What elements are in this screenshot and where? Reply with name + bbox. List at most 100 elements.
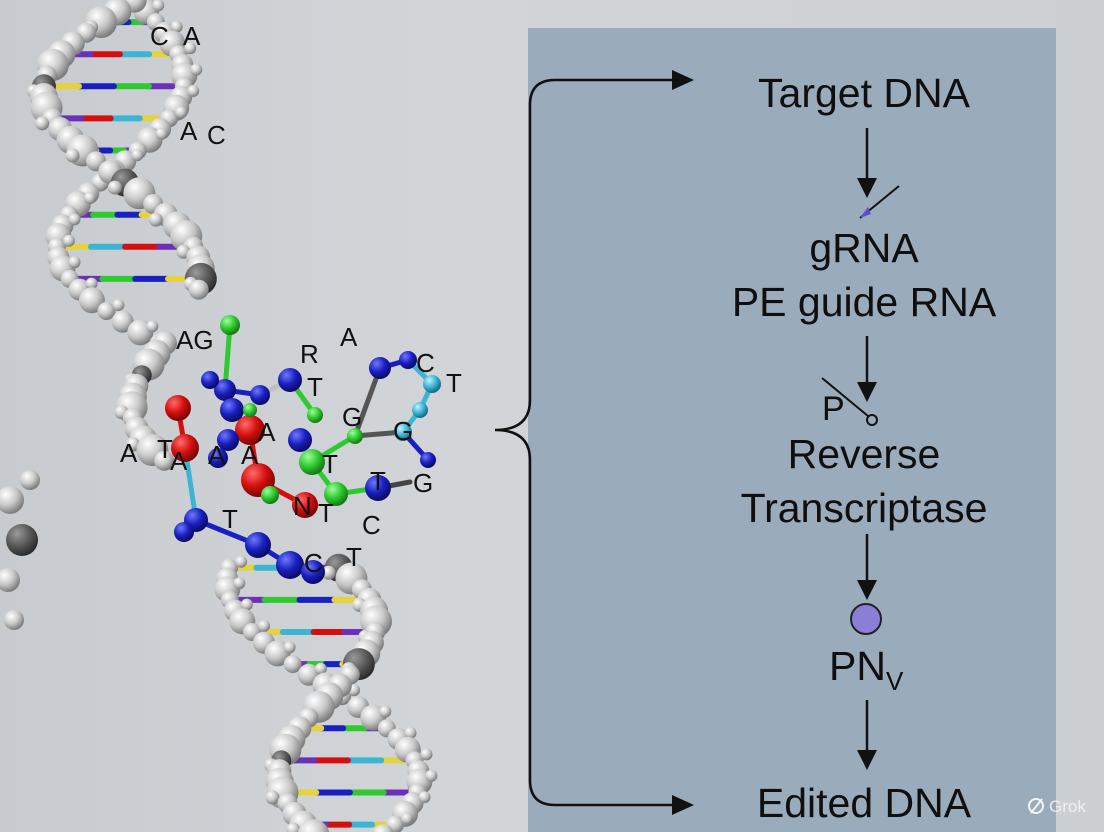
- backbone-sphere: [283, 641, 296, 654]
- backbone-sphere: [240, 598, 253, 611]
- enzyme-dot-icon: [850, 603, 882, 635]
- dna-label: T: [346, 542, 362, 572]
- backbone-sphere: [35, 116, 50, 131]
- step-reverse: Reverse: [788, 431, 941, 477]
- atom-sphere: [299, 449, 325, 475]
- dna-label: T: [157, 434, 173, 464]
- dna-label: C: [150, 21, 169, 51]
- backbone-sphere: [107, 180, 122, 195]
- atom-sphere: [165, 395, 191, 421]
- dna-label: A: [170, 446, 188, 476]
- backbone-sphere: [148, 212, 163, 227]
- dna-label: A: [180, 116, 198, 146]
- atom-sphere: [301, 560, 325, 584]
- dna-label: A: [258, 417, 276, 447]
- arrow-head-top: [672, 70, 694, 90]
- backbone-sphere: [265, 790, 280, 805]
- atom-sphere: [250, 385, 270, 405]
- backbone-sphere: [111, 310, 134, 333]
- dna-helix-illustration: [0, 0, 441, 832]
- dna-label: A: [183, 21, 201, 51]
- step-pe-guide-rna: PE guide RNA: [732, 279, 997, 325]
- dna-label: A: [340, 322, 358, 352]
- backbone-sphere: [154, 450, 175, 471]
- nick-line-icon: [821, 377, 869, 417]
- dna-label: N: [293, 491, 312, 521]
- backbone-sphere: [314, 662, 327, 675]
- atom-sphere: [423, 375, 441, 393]
- backbone-sphere: [188, 279, 209, 300]
- backbone-sphere: [62, 234, 75, 247]
- step-pn-main: PN: [829, 643, 886, 689]
- nick-dot-icon: [866, 414, 878, 426]
- atom-sphere: [347, 428, 363, 444]
- atom-sphere: [174, 522, 194, 542]
- backbone-sphere: [258, 620, 271, 632]
- dna-label: C: [304, 548, 323, 578]
- backbone-sphere: [65, 148, 80, 163]
- backbone-sphere: [6, 524, 38, 556]
- arrow-head-icon: [857, 580, 877, 600]
- atom-sphere: [208, 448, 228, 468]
- backbone-sphere: [78, 287, 105, 314]
- backbone-sphere: [0, 486, 24, 514]
- step-target-dna: Target DNA: [758, 70, 971, 116]
- dna-label: A: [241, 440, 259, 470]
- backbone-sphere: [418, 791, 431, 804]
- arrow-head-icon: [857, 750, 877, 770]
- arrow-head-icon: [857, 178, 877, 198]
- arrow-head-bottom: [672, 795, 694, 815]
- atom-sphere: [307, 407, 323, 423]
- watermark-slash-icon: [1030, 798, 1043, 814]
- backbone-sphere: [68, 213, 81, 226]
- backbone-sphere: [187, 85, 200, 97]
- cut-tip-icon: [860, 207, 871, 218]
- dna-label: T: [222, 504, 238, 534]
- arrow-head-icon: [857, 382, 877, 402]
- atom-sphere: [369, 357, 391, 379]
- dna-label: T: [322, 449, 338, 479]
- atom-sphere: [214, 379, 236, 401]
- backbone-sphere: [372, 824, 394, 832]
- backbone-sphere: [97, 302, 116, 320]
- backbone-sphere: [131, 149, 144, 162]
- dna-label: G: [413, 468, 433, 498]
- atom-sphere: [201, 371, 219, 389]
- grok-watermark: Grok: [1028, 797, 1086, 816]
- bracket-brace: [494, 78, 680, 807]
- atom-sphere: [171, 434, 199, 462]
- step-edited-dna: Edited DNA: [757, 780, 972, 826]
- dna-label: G: [393, 416, 413, 446]
- dna-label: AG: [176, 325, 214, 355]
- backbone-sphere: [85, 277, 98, 290]
- atom-sphere: [394, 423, 412, 441]
- atom-sphere: [324, 482, 348, 506]
- step-grna: gRNA: [809, 225, 919, 271]
- backbone-sphere: [20, 470, 40, 490]
- atom-sphere: [292, 492, 318, 518]
- backbone-sphere: [286, 822, 301, 832]
- atom-sphere: [412, 402, 428, 418]
- backbone-sphere: [83, 192, 96, 204]
- backbone-sphere: [4, 610, 24, 630]
- backbone-sphere: [379, 705, 392, 718]
- dna-label: T: [307, 372, 323, 402]
- bond: [352, 365, 383, 439]
- backbone-sphere: [404, 727, 417, 739]
- atom-sphere: [245, 532, 271, 558]
- dna-label: C: [362, 510, 381, 540]
- backbone-sphere: [112, 299, 125, 311]
- atom-sphere: [288, 428, 312, 452]
- dna-label: A: [208, 440, 226, 470]
- step-p-label: P: [822, 390, 845, 428]
- backbone-sphere: [297, 819, 330, 832]
- step-transcriptase: Transcriptase: [741, 485, 988, 531]
- atom-sphere: [261, 486, 279, 504]
- dna-label: A: [120, 438, 138, 468]
- backbone-sphere: [321, 565, 336, 580]
- backbone-sphere: [283, 655, 302, 674]
- backbone-sphere: [233, 577, 246, 590]
- step-pn-sub: V: [886, 666, 904, 696]
- atom-sphere: [243, 403, 257, 417]
